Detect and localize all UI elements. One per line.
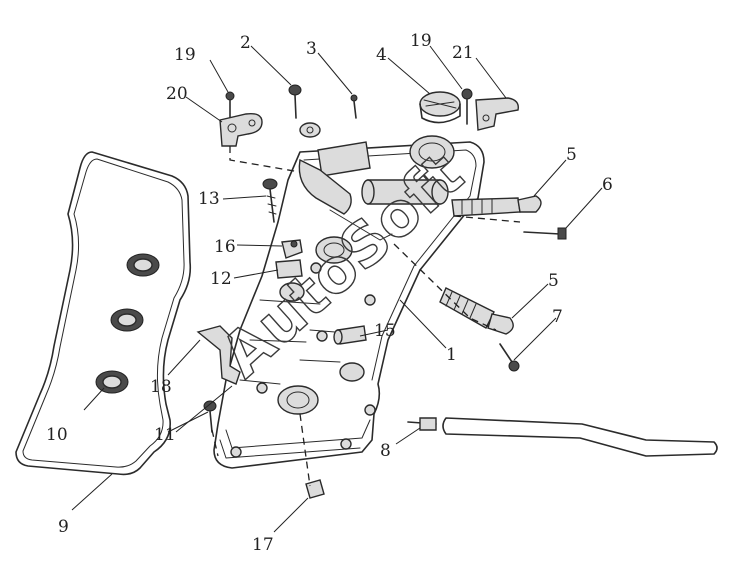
callout-13: 13: [198, 189, 220, 209]
callout-21: 21: [452, 43, 474, 63]
callout-6: 6: [602, 175, 613, 195]
bracket-18: [196, 325, 241, 385]
svg-text:AutoSoft: AutoSoft: [208, 140, 477, 392]
callout-10: 10: [46, 425, 68, 445]
callout-18: 18: [150, 377, 172, 397]
washer-near-2: [299, 122, 321, 138]
callout-16: 16: [214, 237, 236, 257]
bolt-19-right: [461, 88, 473, 125]
callout-17: 17: [252, 535, 274, 555]
callout-11: 11: [154, 425, 176, 445]
callout-15: 15: [374, 321, 396, 341]
clip-17: [305, 479, 325, 499]
bolt-7: [499, 343, 520, 372]
callout-9: 9: [58, 517, 69, 537]
oil-filler-cap-4: [419, 91, 461, 124]
pcv-hose-8: [407, 417, 718, 457]
bolt-11: [203, 400, 217, 433]
grommet-12: [275, 259, 303, 279]
bolt-2: [288, 84, 302, 119]
callout-19-left: 19: [174, 45, 196, 65]
callout-12: 12: [210, 269, 232, 289]
callout-4: 4: [376, 45, 387, 65]
bolt-13: [262, 178, 278, 223]
spark-plug-seals: [95, 253, 160, 394]
callout-leaders: [71, 45, 603, 533]
callout-20: 20: [166, 84, 188, 104]
bolt-6: [523, 227, 567, 240]
callout-1: 1: [446, 345, 457, 365]
bracket-21: [475, 97, 519, 131]
callout-labels: 19 20 2 3 4 19 21 5 6 13 16 12 5 7 15 1 …: [46, 31, 613, 555]
valve-cover: [213, 135, 485, 469]
callout-2: 2: [240, 33, 251, 53]
callout-8: 8: [380, 441, 391, 461]
callout-5-lower: 5: [548, 271, 559, 291]
callout-3: 3: [306, 39, 317, 59]
callout-7: 7: [552, 307, 563, 327]
assembly-lines: [211, 146, 521, 487]
watermark: AutoSoft: [207, 139, 477, 392]
callout-5-upper: 5: [566, 145, 577, 165]
callout-19-right: 19: [410, 31, 432, 51]
cover-gasket: [15, 151, 192, 476]
bolt-3: [350, 94, 358, 119]
bracket-20: [219, 112, 263, 147]
oil-control-valve-lower: [439, 287, 514, 335]
clip-16: [281, 239, 303, 259]
oil-control-valve-upper: [451, 195, 542, 217]
